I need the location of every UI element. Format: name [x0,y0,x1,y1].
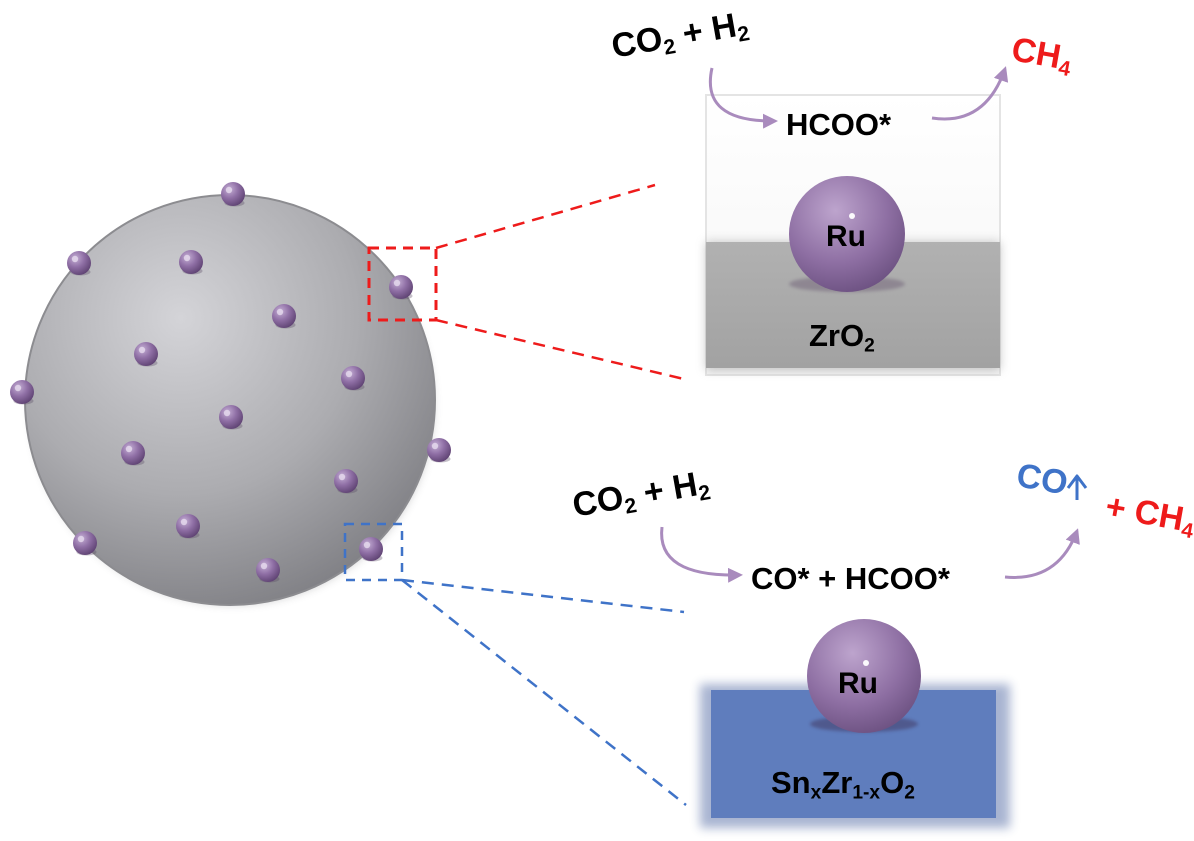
zoom-line-red-lower [435,318,689,382]
bottom-panel [700,619,1010,828]
arrow-bottom-out [1004,528,1080,579]
ru-bead-1 [221,182,245,206]
ru-bead-10 [121,441,145,465]
bottom-ru-label: Ru [838,667,878,700]
zoom-line-blue-upper [401,578,685,614]
co-gas-arrow [1066,474,1088,500]
arrow-bottom-in [660,526,743,583]
arrow-top-out [931,66,1009,121]
ru-bead-12 [334,469,358,493]
zoom-box-blue [343,522,404,582]
ru-bead-3 [179,250,203,274]
zoom-line-red-upper [435,183,656,250]
ru-particle-top [789,176,905,292]
ru-bead-16 [256,558,280,582]
ru-bead-5 [272,304,296,328]
bottom-intermediates: CO* + HCOO* [751,561,950,596]
ru-bead-8 [10,380,34,404]
ru-bead-15 [359,537,383,561]
ru-bead-7 [341,366,365,390]
ru-bead-13 [176,514,200,538]
bottom-support-label: SnxZr1-xO2 [771,765,915,804]
top-intermediate: HCOO* [786,107,892,142]
ru-nanoparticles-on-sphere [10,182,451,583]
ru-bead-2 [67,251,91,275]
zoom-box-red [367,246,438,322]
ru-bead-14 [73,531,97,555]
top-support-label: ZrO2 [809,318,875,357]
ru-particle-bottom [807,619,921,733]
ru-bead-9 [219,405,243,429]
top-ru-label: Ru [826,220,866,253]
ru-bead-4 [389,275,413,299]
ru-bead-6 [134,342,158,366]
arrow-top-in [709,67,778,129]
top-panel [705,94,1001,376]
zoom-line-blue-lower [401,579,687,806]
ru-bead-11 [427,438,451,462]
catalyst-particle [10,182,451,606]
